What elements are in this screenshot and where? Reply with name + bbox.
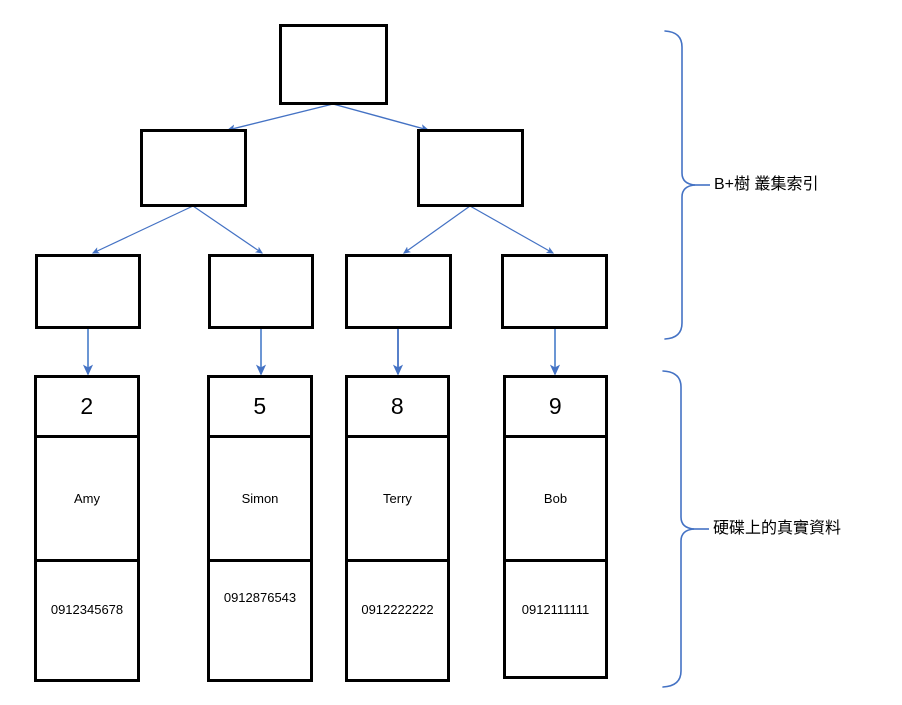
record-name-cell: Bob [506,438,605,562]
record-phone-cell: 0912876543 [210,562,310,679]
record-name-value: Terry [383,491,412,506]
index-node-leaf-2[interactable] [208,254,314,329]
record-phone-value: 0912876543 [223,590,297,605]
record-name-cell: Amy [37,438,137,562]
index-node-root[interactable] [279,24,388,105]
record-key-value: 8 [390,393,405,419]
record-card[interactable]: 8 Terry 0912222222 [345,375,450,682]
record-card[interactable]: 5 Simon 0912876543 [207,375,313,682]
arrow-root-to-internal-left [226,103,334,133]
arrow-internal-right-to-leafindex-3 [403,205,471,254]
record-phone-cell: 0912222222 [348,562,447,679]
record-phone-value: 0912222222 [361,602,434,617]
arrow-internal-left-to-leafindex-2 [192,205,263,254]
record-name-value: Amy [74,491,100,506]
record-name-value: Simon [241,491,279,506]
record-key-value: 5 [253,393,267,419]
record-key-value: 2 [80,393,94,419]
record-phone-cell: 0912111111 [506,562,605,676]
record-name-value: Bob [543,491,568,506]
index-node-leaf-4[interactable] [501,254,608,329]
index-brace [664,30,696,340]
data-annotation-label: 硬碟上的真實資料 [713,520,842,537]
arrow-internal-left-to-leafindex-1 [91,205,194,254]
arrow-internal-right-to-leafindex-4 [469,205,555,254]
index-node-leaf-3[interactable] [345,254,452,329]
record-key-cell: 8 [348,378,447,438]
record-name-cell: Simon [210,438,310,562]
record-phone-cell: 0912345678 [37,562,137,679]
record-card[interactable]: 9 Bob 0912111111 [503,375,608,679]
record-card[interactable]: 2 Amy 0912345678 [34,375,140,682]
record-key-cell: 5 [210,378,310,438]
record-key-cell: 9 [506,378,605,438]
index-node-internal-left[interactable] [140,129,247,207]
record-phone-value: 0912111111 [521,602,590,617]
record-phone-value: 0912345678 [50,602,124,617]
arrow-root-to-internal-right [332,103,430,132]
data-brace [662,370,695,688]
record-key-value: 9 [548,393,563,419]
record-name-cell: Terry [348,438,447,562]
index-node-internal-right[interactable] [417,129,524,207]
index-annotation-label: B+樹 叢集索引 [714,176,819,193]
record-key-cell: 2 [37,378,137,438]
index-node-leaf-1[interactable] [35,254,141,329]
